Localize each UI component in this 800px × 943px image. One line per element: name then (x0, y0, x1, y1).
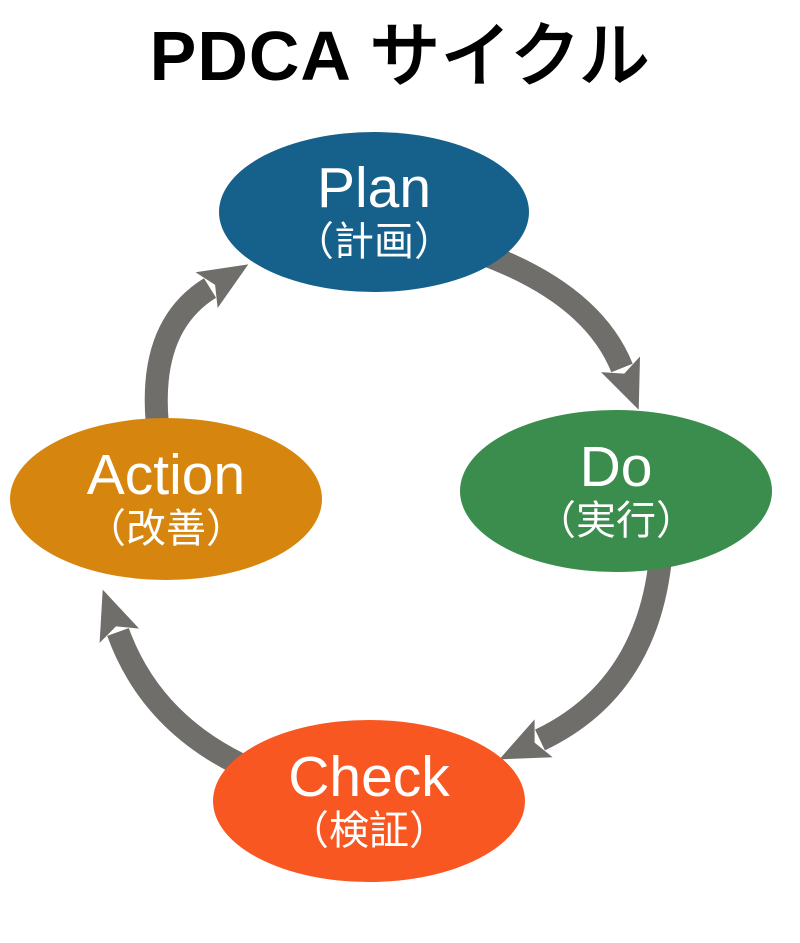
node-check: Check （検証） (213, 720, 525, 882)
node-action: Action （改善） (10, 418, 322, 580)
node-plan-label-ja: （計画） (294, 220, 454, 264)
arrow-do-to-check (499, 561, 672, 760)
diagram-title: PDCA サイクル (149, 17, 651, 95)
node-do: Do （実行） (460, 410, 772, 572)
node-do-label-en: Do (579, 435, 653, 499)
node-action-label-ja: （改善） (86, 507, 246, 551)
arrow-plan-to-do (474, 241, 641, 410)
node-action-label-en: Action (86, 443, 246, 507)
node-plan: Plan （計画） (219, 132, 529, 292)
node-check-label-en: Check (288, 745, 450, 809)
node-plan-label-en: Plan (316, 156, 432, 220)
node-check-label-ja: （検証） (289, 809, 449, 853)
arrow-check-to-action (99, 589, 257, 781)
node-do-label-ja: （実行） (536, 499, 696, 543)
